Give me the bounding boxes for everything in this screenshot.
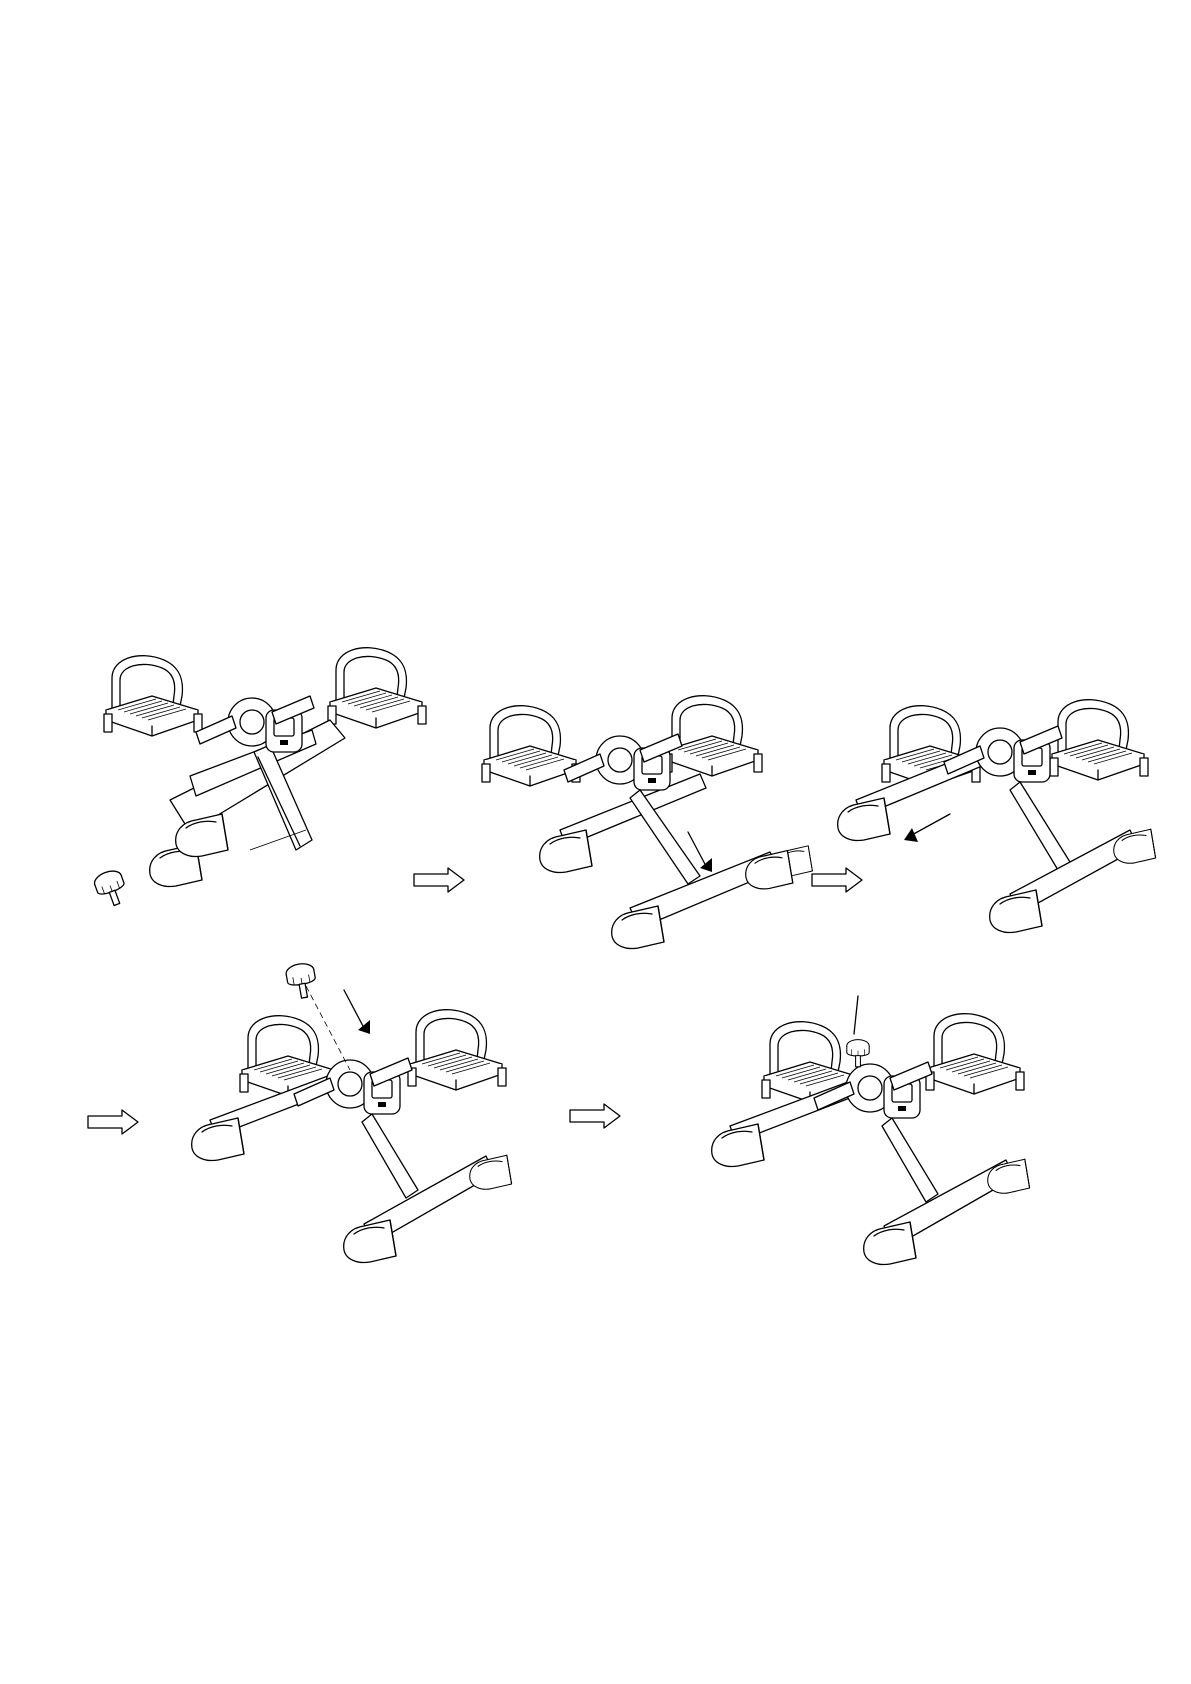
step-1-folded-exerciser [92,648,426,910]
step-5-knob-tightened [712,996,1030,1265]
flow-arrow-icon [414,868,464,892]
direction-arrow-icon [344,990,370,1034]
knob-icon [847,1040,869,1067]
flow-arrow-icon [88,1110,138,1134]
step-4-insert-knob [192,962,512,1263]
flow-arrow-icon [812,868,862,892]
knob-icon [92,868,130,910]
knob-icon [285,962,318,1000]
step-3-push-back [838,700,1156,933]
direction-arrow-icon [904,814,950,842]
step-2-lower-leg [482,696,812,949]
flow-arrow-icon [570,1104,620,1128]
